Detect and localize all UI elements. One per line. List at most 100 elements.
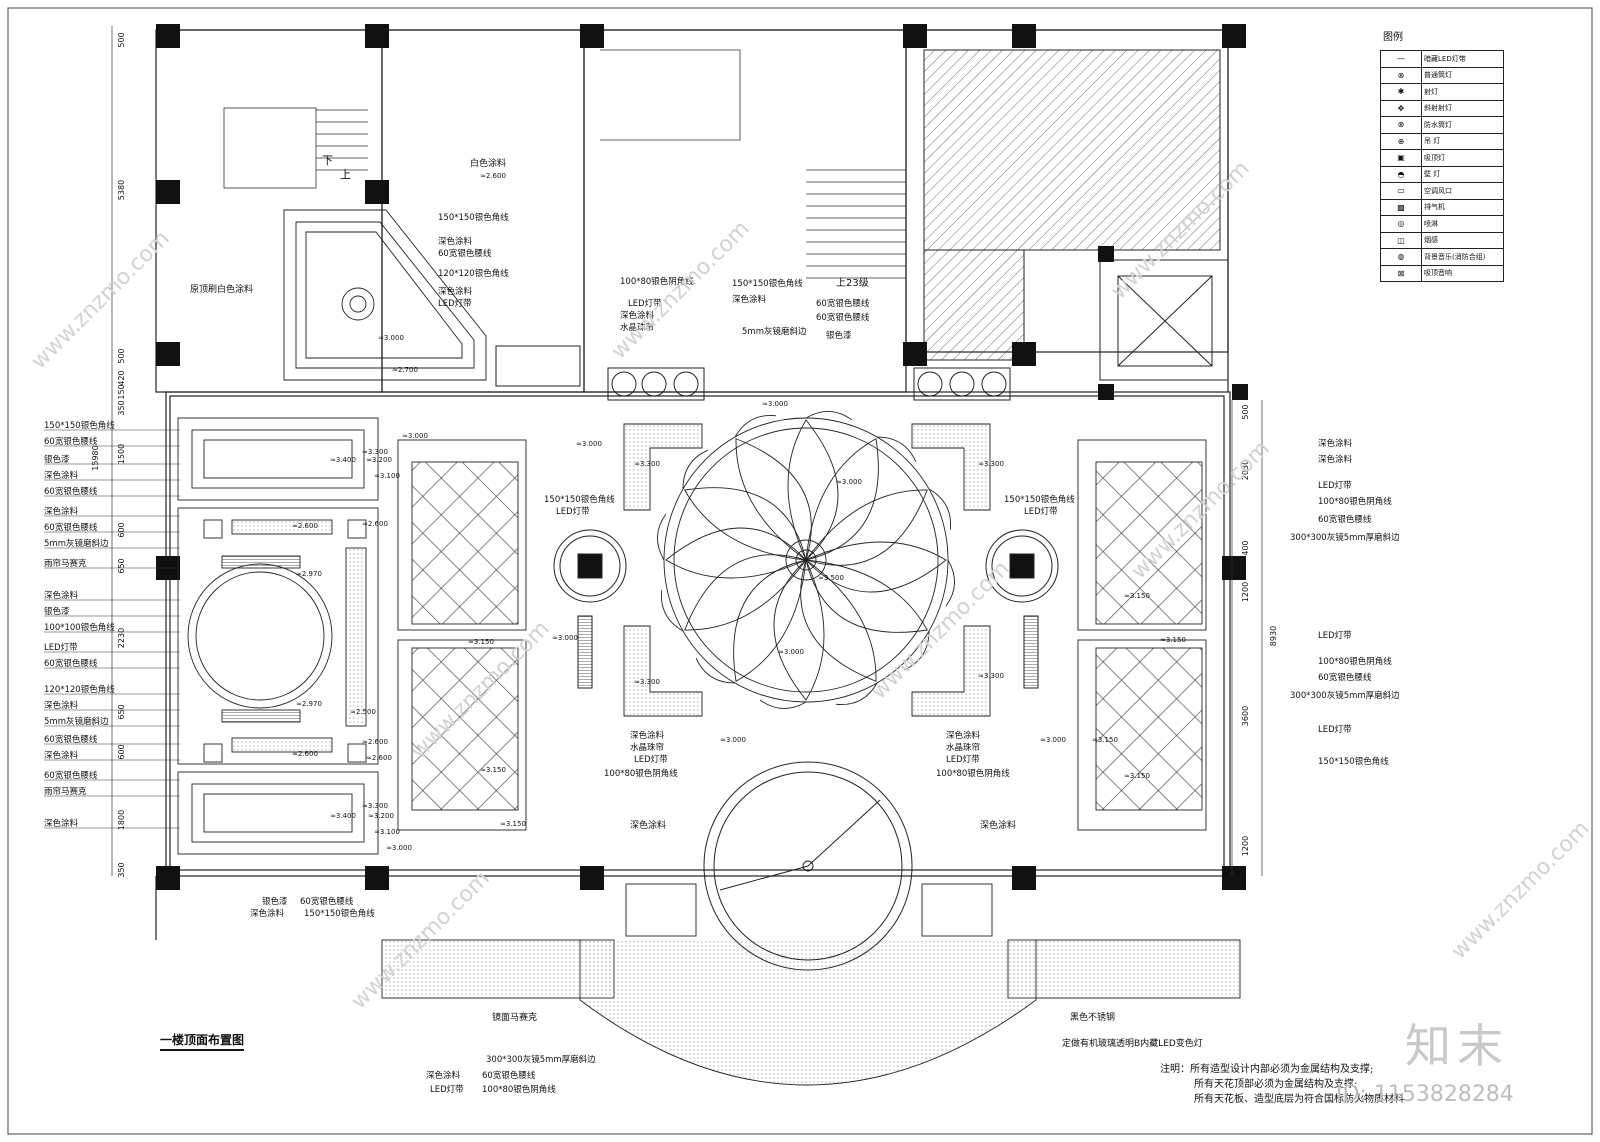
callout-hall-top: 水晶珠帘 [620, 322, 654, 333]
callout-left: 150*150银色角线 [44, 420, 115, 431]
callout-left: 深色涂料 [44, 818, 79, 829]
notes-block: 注明：所有造型设计内部必须为金属结构及支撑; 所有天花顶部必须为金属结构及支撑;… [1160, 1062, 1404, 1107]
callout-left: 银色漆 [44, 606, 70, 617]
elevation-mark: ≈3.000 [378, 334, 404, 342]
elevation-mark: ≈3.000 [778, 648, 804, 656]
watermark-url: www.znzmo.com [27, 226, 175, 374]
elevation-mark: ≈2.600 [366, 754, 392, 762]
flower-scallop [876, 436, 917, 462]
flower-petal [787, 419, 839, 561]
callout-left: 60宽银色腰线 [44, 436, 98, 447]
legend-label: 吸顶灯 [1421, 149, 1504, 167]
callout-left: 深色涂料 [44, 590, 79, 601]
flower-scallop [661, 590, 684, 632]
flower-scallop [657, 513, 667, 561]
callout-top-room: 120*120银色角线 [438, 268, 509, 279]
elevation-mark: ≈3.150 [1092, 736, 1118, 744]
round-features [553, 529, 1059, 689]
callout-bottom-center: 100*80银色阴角线 [482, 1084, 556, 1095]
flower-petal [805, 559, 928, 633]
dimension-left: 1500 [117, 444, 126, 464]
callout-top-room: 深色涂料 [438, 236, 473, 247]
dimension-left: 650 [117, 704, 126, 719]
callout-right: 深色涂料 [1318, 454, 1353, 465]
callout-right: 150*150银色角线 [1318, 756, 1389, 767]
legend-row: ✱射灯 [1380, 83, 1504, 101]
flower-petal [733, 559, 807, 682]
legend-label: 空调风口 [1421, 182, 1504, 200]
elevation-mark: ≈2.600 [362, 738, 388, 746]
stairs-left [223, 107, 368, 189]
elevation-mark: ≈3.300 [362, 802, 388, 810]
elevation-mark: ≈2.600 [292, 750, 318, 758]
elevation-mark: ≈3.150 [480, 766, 506, 774]
label-round-right: LED灯带 [1024, 506, 1058, 517]
legend-label: 背景音乐(消防合组) [1421, 248, 1504, 266]
watermark-url: www.znzmo.com [607, 216, 755, 364]
legend-row: ⊗普通筒灯 [1380, 66, 1504, 84]
legend-row: ⊠吸顶音响 [1380, 264, 1504, 282]
corner-soffits [623, 423, 991, 717]
elevation-mark: ≈3.000 [386, 844, 412, 852]
legend-label: 壁 灯 [1421, 165, 1504, 183]
dimension-right: 2030 [1241, 460, 1250, 480]
legend-label: 暗藏LED灯带 [1421, 50, 1504, 68]
legend-symbol: ⊕ [1380, 132, 1422, 150]
callout-bottom-left: 银色漆 [262, 896, 288, 907]
sheet-border [7, 7, 1593, 1135]
callout-bottom-center: 300*300灰镜5mm厚磨斜边 [486, 1054, 596, 1065]
elevation-mark: ≈3.150 [1124, 592, 1150, 600]
dimension-right: 1200 [1241, 836, 1250, 856]
elevation-mark: ≈2.500 [350, 708, 376, 716]
mirror-grid-panels [397, 439, 1207, 831]
dimension-left: 1800 [117, 810, 126, 830]
label-round-left: LED灯带 [556, 506, 590, 517]
flower-scallop [836, 682, 878, 705]
callout-left: 60宽银色腰线 [44, 734, 98, 745]
legend-label: 斜射射灯 [1421, 99, 1504, 117]
structural-columns [156, 24, 1248, 890]
elevation-mark: ≈2.600 [480, 172, 506, 180]
flower-scallop [904, 630, 930, 671]
callout-hall-bottom-left: LED灯带 [634, 754, 668, 765]
elevation-mark: ≈2.600 [362, 520, 388, 528]
callout-hall-top: 100*80银色阴角线 [620, 276, 694, 287]
legend-symbol: ◓ [1380, 165, 1422, 183]
callout-right: LED灯带 [1318, 630, 1352, 641]
dimension-left: 420 [117, 370, 126, 385]
elevation-mark: ≈3.000 [762, 400, 788, 408]
callout-hall-top: 银色漆 [826, 330, 852, 341]
callout-hall-bottom-right: 100*80银色阴角线 [936, 768, 1010, 779]
dimension-right: 1200 [1241, 582, 1250, 602]
legend-label: 吸顶音响 [1421, 264, 1504, 282]
elevation-mark: ≈3.300 [634, 460, 660, 468]
elevation-mark: ≈3.150 [468, 638, 494, 646]
elevation-mark: ≈3.500 [818, 574, 844, 582]
callout-hall-bottom-left: 深色涂料 [630, 730, 665, 741]
callout-right: 60宽银色腰线 [1318, 514, 1372, 525]
watermark-url: www.znzmo.com [1447, 816, 1595, 964]
elevation-mark: ≈2.700 [392, 366, 418, 374]
notes-prefix: 注明： [1160, 1064, 1190, 1075]
callout-left: 深色涂料 [44, 750, 79, 761]
elevation-mark: ≈3.150 [1160, 636, 1186, 644]
flower-petal [805, 489, 928, 566]
legend-title: 图例 [1383, 32, 1403, 43]
callout-bottom-center: 60宽银色腰线 [482, 1070, 536, 1081]
flower-scallop [928, 488, 951, 530]
callout-left: 120*120银色角线 [44, 684, 115, 695]
callout-left: 5mm灰镜磨斜边 [44, 716, 109, 727]
legend-symbol: ⊗ [1380, 116, 1422, 134]
label-round-left: 150*150银色角线 [544, 494, 615, 505]
legend-label: 防水筒灯 [1421, 116, 1504, 134]
callout-left: 60宽银色腰线 [44, 658, 98, 669]
callout-hall-bottom-right: 水晶珠帘 [946, 742, 980, 753]
callout-bottom-left: 150*150银色角线 [304, 908, 375, 919]
callout-top-room: 深色涂料 [438, 286, 473, 297]
callout-right: 深色涂料 [1318, 438, 1353, 449]
dimension-left: 500 [117, 32, 126, 47]
callout-hall-bottom-left: 100*80银色阴角线 [604, 768, 678, 779]
stairs-center [600, 49, 906, 279]
callout-right: 300*300灰镜5mm厚磨斜边 [1290, 690, 1400, 701]
callout-right: 100*80银色阴角线 [1318, 496, 1392, 507]
